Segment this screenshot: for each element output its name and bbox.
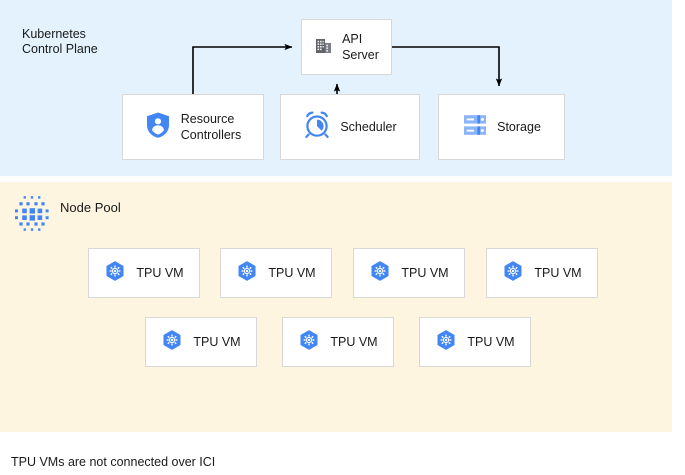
api-server-card[interactable]: API Server bbox=[301, 19, 392, 75]
tpu-vm-card[interactable]: TPU VM bbox=[282, 317, 394, 367]
hexagon-gear-icon bbox=[298, 329, 320, 356]
node-pool-panel bbox=[0, 182, 672, 432]
storage-label: Storage bbox=[497, 119, 541, 134]
shield-person-icon bbox=[145, 111, 171, 144]
storage-card[interactable]: Storage bbox=[438, 94, 565, 160]
resource-controllers-label: Resource Controllers bbox=[180, 112, 242, 142]
cluster-dots-icon bbox=[11, 192, 53, 234]
tpu-vm-card[interactable]: TPU VM bbox=[486, 248, 598, 298]
hexagon-gear-icon bbox=[236, 260, 258, 287]
alarm-clock-icon bbox=[303, 111, 331, 144]
node-pool-title: Node Pool bbox=[60, 200, 121, 215]
control-plane-title: Kubernetes Control Plane bbox=[22, 27, 98, 56]
tpu-vm-label: TPU VM bbox=[467, 334, 515, 349]
tpu-vm-label: TPU VM bbox=[330, 334, 378, 349]
tpu-vm-label: TPU VM bbox=[136, 265, 184, 280]
tpu-vm-label: TPU VM bbox=[268, 265, 316, 280]
scheduler-card[interactable]: Scheduler bbox=[280, 94, 420, 160]
scheduler-label: Scheduler bbox=[340, 119, 397, 134]
diagram-caption: TPU VMs are not connected over ICI bbox=[11, 455, 216, 469]
resource-controllers-card[interactable]: Resource Controllers bbox=[122, 94, 264, 160]
tpu-vm-card[interactable]: TPU VM bbox=[419, 317, 531, 367]
api-server-label: API Server bbox=[342, 32, 379, 62]
tpu-vm-label: TPU VM bbox=[193, 334, 241, 349]
hexagon-gear-icon bbox=[369, 260, 391, 287]
tpu-vm-card[interactable]: TPU VM bbox=[353, 248, 465, 298]
tpu-vm-card[interactable]: TPU VM bbox=[220, 248, 332, 298]
tpu-vm-card[interactable]: TPU VM bbox=[88, 248, 200, 298]
server-rack-icon bbox=[462, 112, 488, 143]
hexagon-gear-icon bbox=[435, 329, 457, 356]
tpu-vm-label: TPU VM bbox=[401, 265, 449, 280]
tpu-vm-card[interactable]: TPU VM bbox=[145, 317, 257, 367]
building-icon bbox=[314, 35, 334, 60]
hexagon-gear-icon bbox=[161, 329, 183, 356]
hexagon-gear-icon bbox=[104, 260, 126, 287]
hexagon-gear-icon bbox=[502, 260, 524, 287]
tpu-vm-label: TPU VM bbox=[534, 265, 582, 280]
